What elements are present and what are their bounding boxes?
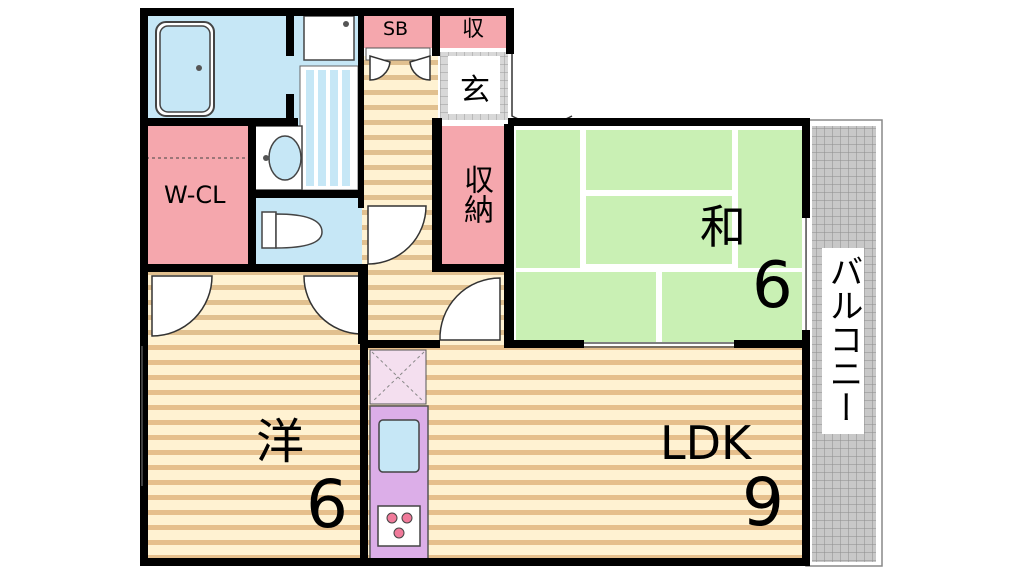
toilet	[254, 198, 362, 266]
japanese-room-size: 6	[752, 249, 793, 323]
small-storage	[440, 14, 512, 48]
walk-in-closet-label: W-CL	[164, 181, 226, 209]
walk-in-closet	[146, 126, 250, 266]
small-storage-label: 収	[462, 17, 485, 42]
washroom	[290, 14, 362, 194]
japanese-room-name: 和	[700, 200, 746, 254]
western-room-size: 6	[306, 466, 348, 543]
shoe-box-label: SB	[383, 18, 409, 40]
ldk-room-size: 9	[742, 464, 784, 541]
western-room-name: 洋	[256, 414, 305, 470]
japanese-room	[510, 124, 806, 346]
ldk-room	[366, 346, 806, 562]
bathroom	[146, 14, 290, 122]
entrance-label: 玄	[460, 73, 490, 108]
balcony-label: バルコニー	[823, 254, 863, 424]
walls	[140, 8, 810, 566]
ldk-room-name: LDK	[660, 416, 752, 470]
shoe-box	[362, 14, 434, 61]
vanity-sink	[253, 125, 303, 191]
balcony	[805, 119, 883, 567]
western-room	[146, 340, 362, 562]
entrance	[440, 52, 573, 125]
storage-label: 収納	[458, 164, 493, 224]
door-swings	[151, 54, 501, 341]
sliding-doors	[141, 218, 807, 486]
storage-closet	[440, 126, 506, 268]
kitchen	[369, 349, 429, 561]
